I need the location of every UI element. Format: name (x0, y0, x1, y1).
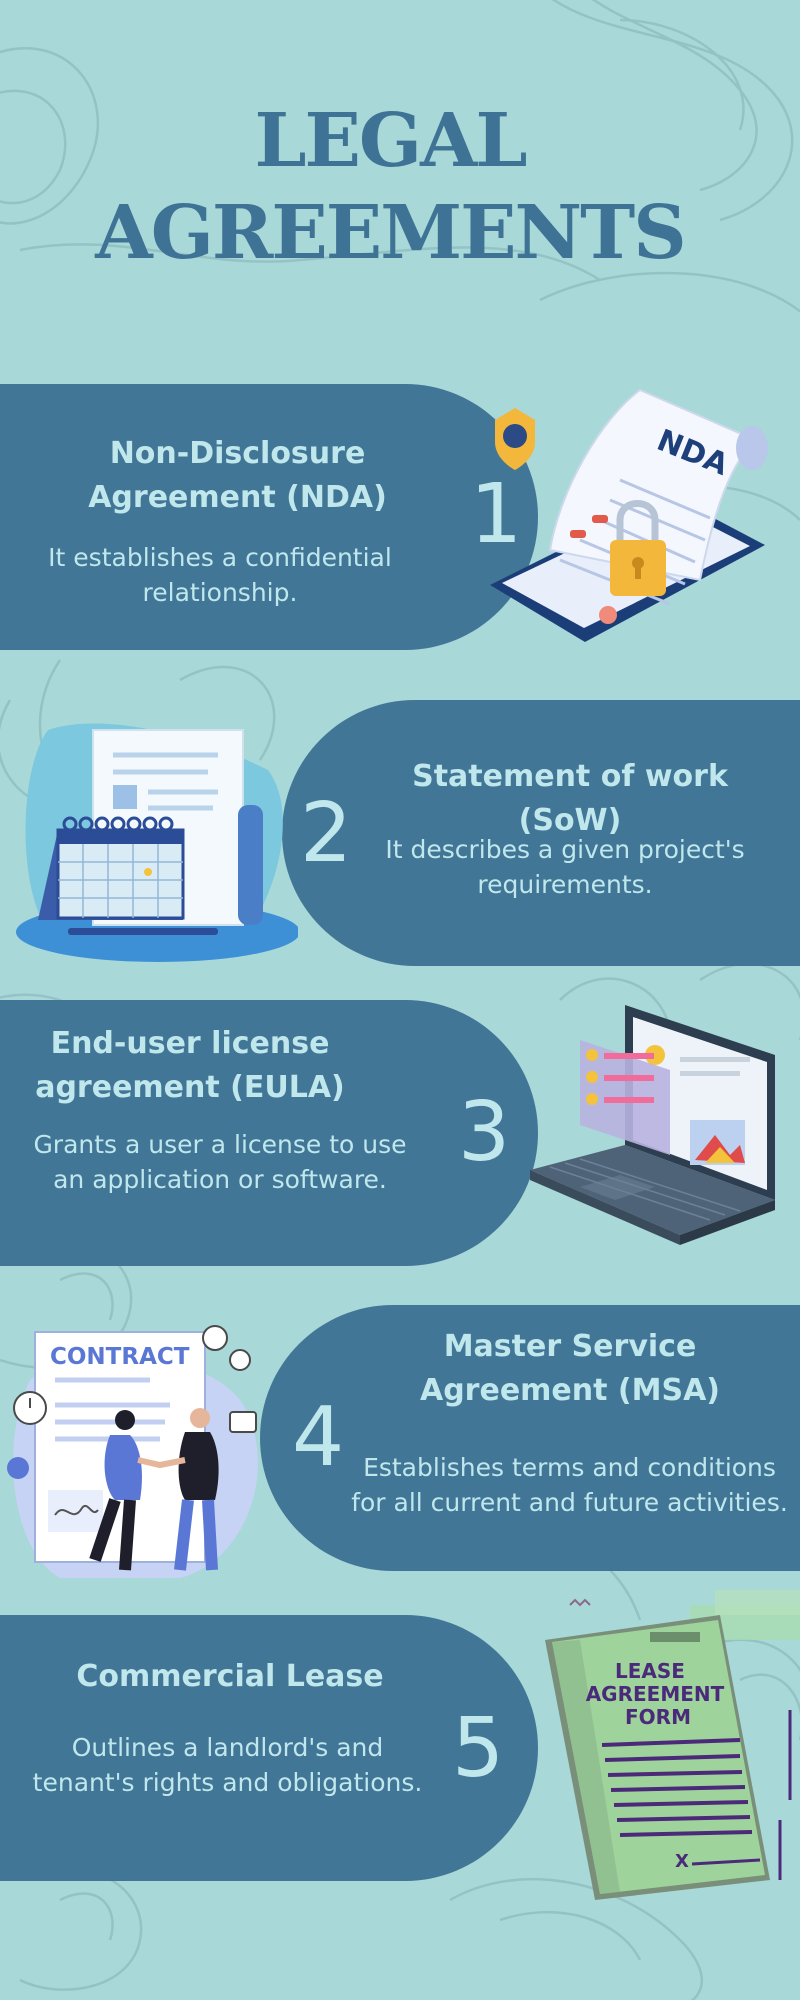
lease-illustration-text-3: FORM (625, 1705, 691, 1729)
item-number: 2 (300, 786, 353, 881)
item-heading: Commercial Lease (76, 1659, 384, 1694)
lease-form-icon: LEASE AGREEMENT FORM X (545, 1590, 800, 1900)
item-eula-panel: End-user license agreement (EULA) Grants… (0, 1000, 538, 1266)
item-heading: End-user license agreement (EULA) (35, 1026, 345, 1105)
item-heading: Statement of work (SoW) (412, 759, 728, 838)
contract-illustration-text: CONTRACT (50, 1344, 190, 1370)
item-number: 1 (470, 467, 523, 562)
laptop-dashboard-icon (530, 1005, 775, 1245)
item-description: Grants a user a license to use an applic… (33, 1130, 407, 1194)
nda-document-lock-icon: NDA (490, 388, 768, 642)
item-description: Establishes terms and conditions for all… (351, 1453, 788, 1517)
lease-illustration-text-1: LEASE (615, 1659, 685, 1683)
item-description: Outlines a landlord's and tenant's right… (32, 1733, 423, 1797)
title-line-2: AGREEMENTS (95, 190, 686, 276)
item-sow-panel: 2 Statement of work (SoW) It describes a… (282, 700, 800, 966)
item-heading: Non-Disclosure Agreement (NDA) (88, 436, 387, 515)
item-description: It describes a given project's requireme… (385, 835, 745, 899)
title-line-1: LEGAL (254, 98, 527, 184)
lease-signature-mark: X (675, 1851, 689, 1872)
item-number: 3 (458, 1085, 511, 1180)
item-heading: Master Service Agreement (MSA) (419, 1329, 721, 1408)
calendar-document-icon (16, 723, 298, 962)
item-number: 4 (292, 1390, 345, 1485)
item-lease-panel: Commercial Lease Outlines a landlord's a… (0, 1615, 538, 1881)
page-title: LEGAL AGREEMENTS (0, 95, 780, 279)
item-description: It establishes a confidential relationsh… (48, 543, 392, 607)
item-nda-panel: Non-Disclosure Agreement (NDA) It establ… (0, 384, 538, 650)
contract-handshake-icon: CONTRACT (7, 1325, 258, 1578)
item-number: 5 (452, 1701, 505, 1796)
item-msa-panel: 4 Master Service Agreement (MSA) Establi… (260, 1305, 800, 1571)
lease-illustration-text-2: AGREEMENT (586, 1682, 725, 1706)
